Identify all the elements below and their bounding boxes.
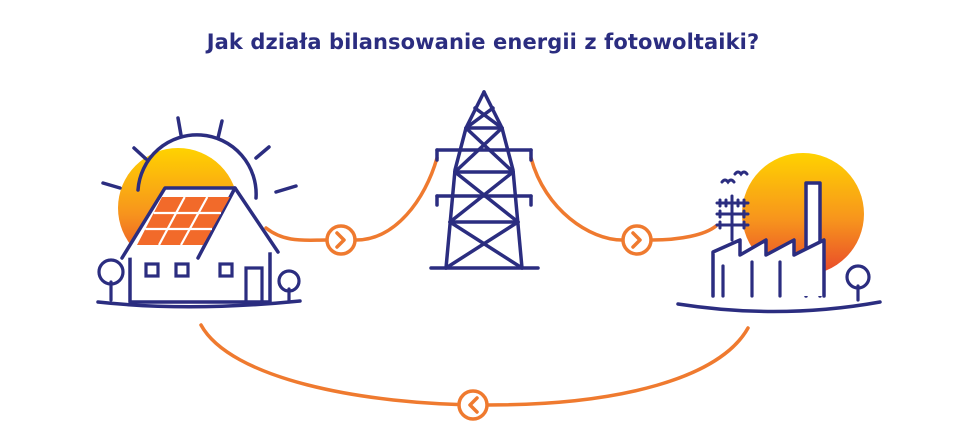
- sun-icon: [742, 153, 864, 275]
- factory-icon: [676, 153, 890, 322]
- flow-marker-3: [457, 389, 489, 421]
- chevron-right-icon: [335, 231, 346, 249]
- bird-icon: [720, 178, 736, 185]
- house-with-solar-panels-icon: [95, 116, 302, 318]
- power-pylon-icon: [429, 90, 540, 270]
- page-title: Jak działa bilansowanie energii z fotowo…: [206, 30, 760, 54]
- line-house-to-pylon: [264, 156, 439, 242]
- bird-icon: [733, 170, 749, 177]
- chevron-left-icon: [468, 396, 479, 414]
- solar-panel-icon: [137, 196, 230, 246]
- flow-marker-1: [325, 224, 357, 256]
- flow-marker-2: [621, 224, 653, 256]
- chevron-right-icon: [631, 231, 642, 249]
- line-pylon-to-factory: [529, 156, 718, 242]
